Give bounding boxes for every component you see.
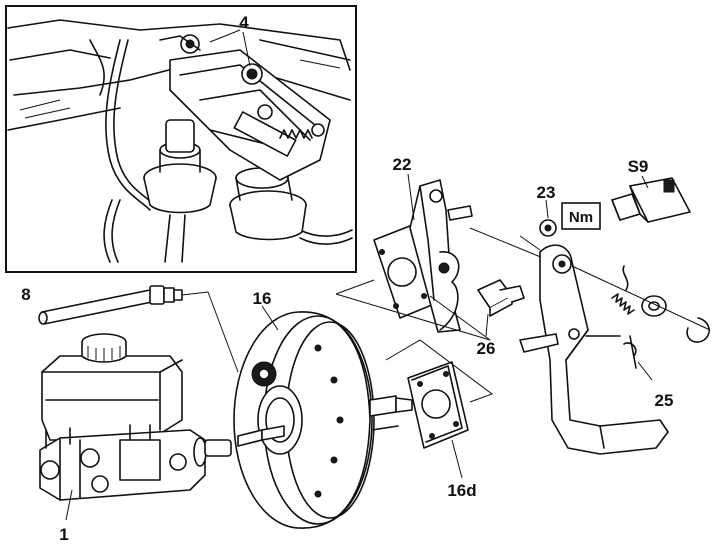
master-cylinder-item-1	[39, 333, 232, 521]
nut-item-23	[469, 199, 557, 261]
switch-item-s9	[611, 175, 691, 223]
callout-8: 8	[21, 285, 30, 304]
brake-pedal-assembly	[519, 235, 711, 455]
callout-26: 26	[477, 339, 496, 358]
callout-25: 25	[655, 391, 674, 410]
callout-23: 23	[537, 183, 556, 202]
callout-1: 1	[59, 525, 68, 544]
hose-item-8	[38, 285, 239, 373]
callout-16d: 16d	[447, 481, 476, 500]
torque-spec-box: Nm	[561, 202, 601, 230]
callout-22: 22	[393, 155, 412, 174]
gasket-item-16d	[385, 339, 494, 479]
torque-label-nm: Nm	[569, 209, 593, 226]
callout-16: 16	[253, 289, 272, 308]
pin-item-26	[477, 279, 525, 337]
inset-detail-view	[5, 5, 357, 273]
callout-s9: S9	[628, 157, 649, 176]
pedal-bracket-item-22	[335, 173, 491, 341]
callout-4: 4	[239, 13, 249, 32]
brake-booster-item-16	[233, 305, 413, 529]
